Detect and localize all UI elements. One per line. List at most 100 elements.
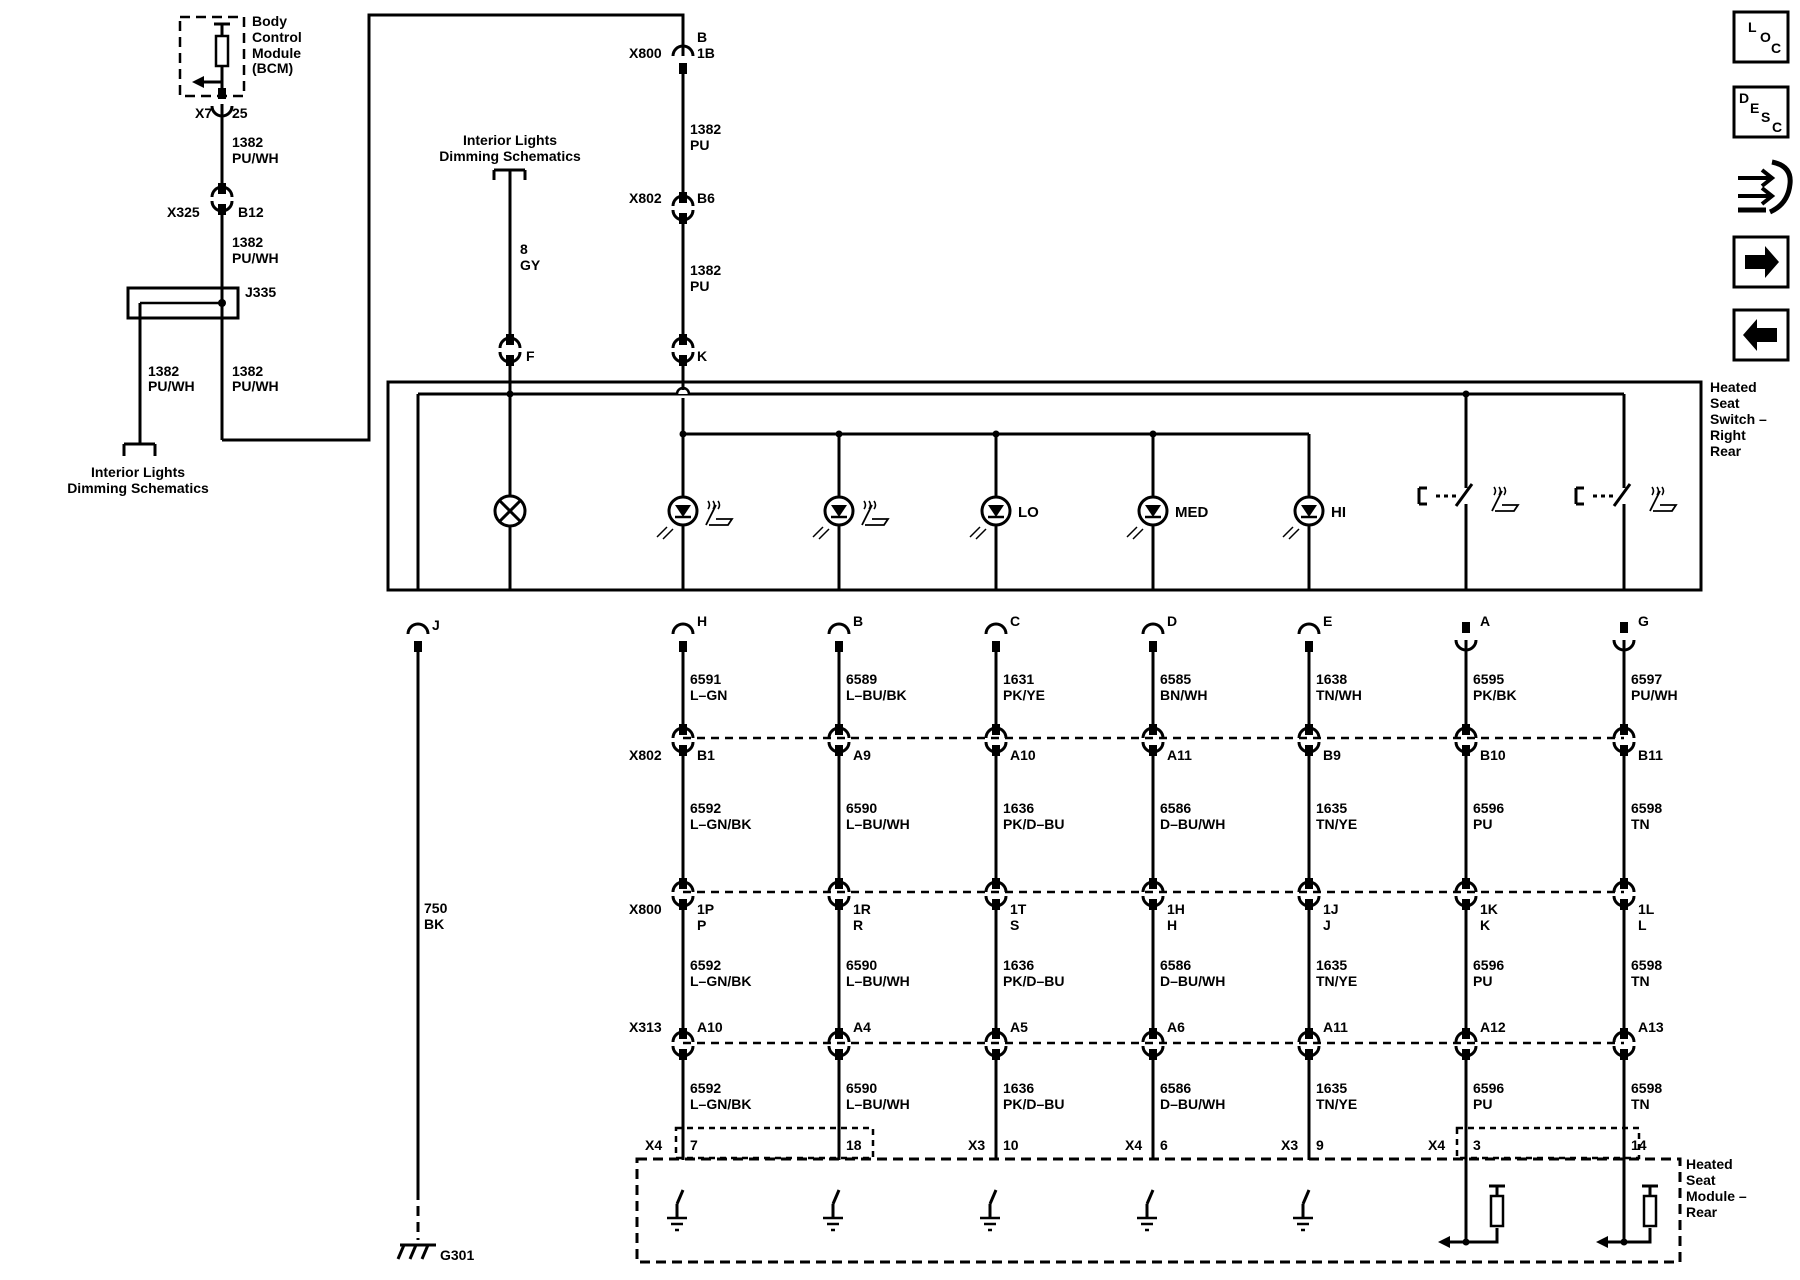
top-wire1-circuit: 1382 xyxy=(690,121,721,137)
column-hsm-pin: 6 xyxy=(1160,1137,1168,1153)
switch-label-3: Switch – xyxy=(1710,411,1767,427)
led-hi-icon xyxy=(1281,495,1325,541)
column-x800-pin-a: 1K xyxy=(1480,901,1498,917)
ground-pin: J xyxy=(432,617,440,633)
ground-wire-color: BK xyxy=(424,916,444,932)
column-wire1-color: L–BU/BK xyxy=(846,687,907,703)
right-arrow-icon xyxy=(1745,246,1779,278)
column-wire3-circuit: 6592 xyxy=(690,957,721,973)
column-x313-pin: A13 xyxy=(1638,1019,1664,1035)
desc-button[interactable]: D E S C xyxy=(1732,85,1790,139)
column-wire3-circuit: 6586 xyxy=(1160,957,1191,973)
gy-wire-circuit: 8 xyxy=(520,241,528,257)
column-wire4-color: PU xyxy=(1473,1096,1492,1112)
top-wire2-color: PU xyxy=(690,278,709,294)
loc-button[interactable]: L O C xyxy=(1732,10,1790,64)
column-pin: G xyxy=(1638,613,1649,629)
column-hsm-pin: 7 xyxy=(690,1137,698,1153)
column-x800-pin-b: L xyxy=(1638,917,1647,933)
column-x800-pin-b: H xyxy=(1167,917,1177,933)
column-wire2-color: PU xyxy=(1473,816,1492,832)
j335-label: J335 xyxy=(245,284,276,300)
ground-wire-circuit: 750 xyxy=(424,900,448,916)
top-wire1-color: PU xyxy=(690,137,709,153)
column-x802-pin: B10 xyxy=(1480,747,1506,763)
column-wire2-circuit: 6586 xyxy=(1160,800,1191,816)
column-wire1-circuit: 1638 xyxy=(1316,671,1347,687)
column-wire4-circuit: 6590 xyxy=(846,1080,877,1096)
column-x313-pin: A6 xyxy=(1167,1019,1185,1035)
column-x802-pin: B9 xyxy=(1323,747,1341,763)
hsm-label-3: Module – xyxy=(1686,1188,1747,1204)
svg-text:O: O xyxy=(1760,29,1771,45)
top-wire2-circuit: 1382 xyxy=(690,262,721,278)
column-wire3-color: TN xyxy=(1631,973,1650,989)
next-page-button[interactable] xyxy=(1732,235,1790,289)
column-x800-pin-b: J xyxy=(1323,917,1331,933)
switch-pin-f: F xyxy=(526,348,535,364)
column-pin: B xyxy=(853,613,863,629)
column-wire2-color: L–BU/WH xyxy=(846,816,910,832)
x325-wire-color: PU/WH xyxy=(232,250,279,266)
bcm-pin: 25 xyxy=(232,105,248,121)
column-hsm-pin: 3 xyxy=(1473,1137,1481,1153)
svg-text:C: C xyxy=(1771,40,1781,56)
column-pin: H xyxy=(697,613,707,629)
column-hsm-pin: 9 xyxy=(1316,1137,1324,1153)
column-wire2-color: PK/D–BU xyxy=(1003,816,1064,832)
column-wire2-color: TN/YE xyxy=(1316,816,1357,832)
column-x313-pin: A5 xyxy=(1010,1019,1028,1035)
led-lo-icon xyxy=(968,495,1012,541)
j335-left-circuit: 1382 xyxy=(148,363,179,379)
column-wire4-circuit: 6596 xyxy=(1473,1080,1504,1096)
column-wire1-circuit: 6589 xyxy=(846,671,877,687)
led-backrest-seat-icon xyxy=(655,495,699,541)
switch-lamp-icon xyxy=(493,494,527,528)
circuit-column: G 6597 PU/WH B11 6598 TN 1L L 6598 TN A1… xyxy=(1596,613,1678,1248)
circuit-column: E 1638 TN/WH B9 1635 TN/YE 1J J 1635 TN/… xyxy=(1281,613,1362,1232)
column-hsm-connector: X4 xyxy=(1125,1137,1142,1153)
column-x802-pin: A10 xyxy=(1010,747,1036,763)
column-wire4-color: TN xyxy=(1631,1096,1650,1112)
column-hsm-pin: 18 xyxy=(846,1137,862,1153)
column-hsm-connector: X3 xyxy=(968,1137,985,1153)
sensor-resistor-icon xyxy=(1596,1184,1658,1248)
hsm-label-2: Seat xyxy=(1686,1172,1716,1188)
column-hsm-connector: X3 xyxy=(1281,1137,1298,1153)
column-x802-pin: A11 xyxy=(1167,747,1192,763)
x802-row-connector: X802 xyxy=(629,747,662,763)
column-wire3-color: L–BU/WH xyxy=(846,973,910,989)
column-wire1-circuit: 6595 xyxy=(1473,671,1504,687)
x800-row-connector: X800 xyxy=(629,901,662,917)
switch-pin-k: K xyxy=(697,348,707,364)
column-wire3-circuit: 6590 xyxy=(846,957,877,973)
bcm-label-4: (BCM) xyxy=(252,60,293,76)
column-x800-pin-b: P xyxy=(697,917,706,933)
led-lo-label: LO xyxy=(1018,504,1039,521)
column-wire4-color: L–GN/BK xyxy=(690,1096,751,1112)
column-wire4-color: L–BU/WH xyxy=(846,1096,910,1112)
column-hsm-connector: X4 xyxy=(1428,1137,1445,1153)
left-arrow-icon xyxy=(1743,319,1777,351)
circuit-column: B 6589 L–BU/BK A9 6590 L–BU/WH 1R R 6590… xyxy=(821,613,910,1232)
column-hsm-connector: X4 xyxy=(645,1137,662,1153)
column-wire1-circuit: 6597 xyxy=(1631,671,1662,687)
column-wire4-circuit: 6592 xyxy=(690,1080,721,1096)
column-x800-pin-a: 1L xyxy=(1638,901,1655,917)
column-hsm-pin: 14 xyxy=(1631,1137,1647,1153)
column-x802-pin: A9 xyxy=(853,747,871,763)
column-wire2-color: D–BU/WH xyxy=(1160,816,1225,832)
led-med-label: MED xyxy=(1175,504,1209,521)
column-wire1-color: L–GN xyxy=(690,687,727,703)
j335-right-color: PU/WH xyxy=(232,378,279,394)
switch-label-2: Seat xyxy=(1710,395,1740,411)
previous-page-button[interactable] xyxy=(1732,308,1790,362)
hsm-label-1: Heated xyxy=(1686,1156,1733,1172)
column-wire1-color: BN/WH xyxy=(1160,687,1207,703)
ground-label: G301 xyxy=(440,1247,474,1263)
connector-view-button[interactable] xyxy=(1734,159,1793,216)
column-wire3-color: L–GN/BK xyxy=(690,973,751,989)
bcm-label-1: Body xyxy=(252,13,287,29)
column-wire1-color: PK/YE xyxy=(1003,687,1045,703)
gy-wire-color: GY xyxy=(520,257,541,273)
